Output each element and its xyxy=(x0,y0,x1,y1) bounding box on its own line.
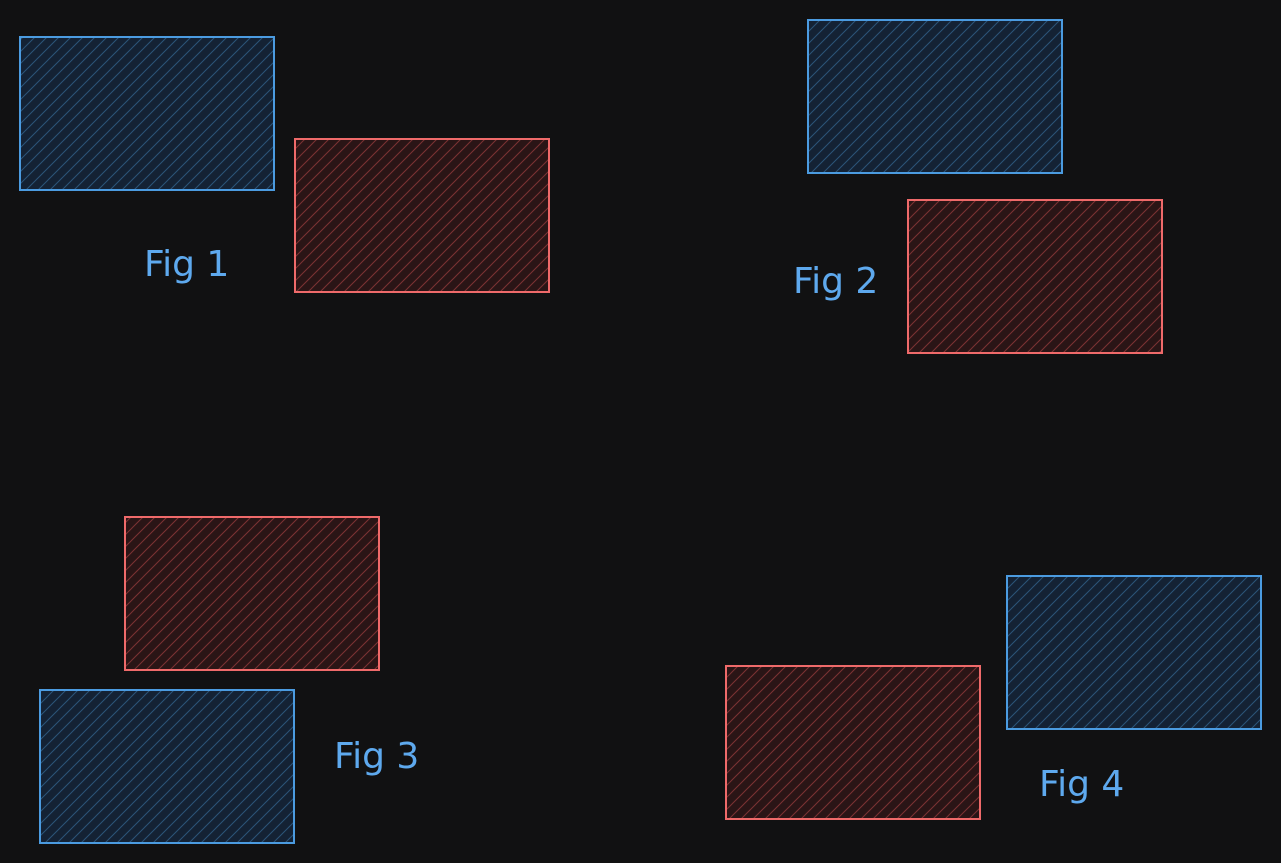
figure-4: Fig 4 xyxy=(725,575,1262,820)
fig-2-blue-rectangle xyxy=(807,19,1063,174)
fig-4-label: Fig 4 xyxy=(1039,764,1124,805)
fig-3-red-rectangle xyxy=(124,516,380,671)
fig-1-label: Fig 1 xyxy=(144,244,229,285)
figure-2: Fig 2 xyxy=(793,19,1163,354)
figure-3: Fig 3 xyxy=(39,516,419,844)
fig-4-blue-rectangle xyxy=(1006,575,1262,730)
fig-2-label: Fig 2 xyxy=(793,261,878,302)
fig-3-label: Fig 3 xyxy=(334,736,419,777)
fig-3-blue-rectangle xyxy=(39,689,295,844)
fig-2-red-rectangle xyxy=(907,199,1163,354)
fig-4-red-rectangle xyxy=(725,665,981,820)
figure-1: Fig 1 xyxy=(19,36,550,293)
fig-1-blue-rectangle xyxy=(19,36,275,191)
fig-1-red-rectangle xyxy=(294,138,550,293)
